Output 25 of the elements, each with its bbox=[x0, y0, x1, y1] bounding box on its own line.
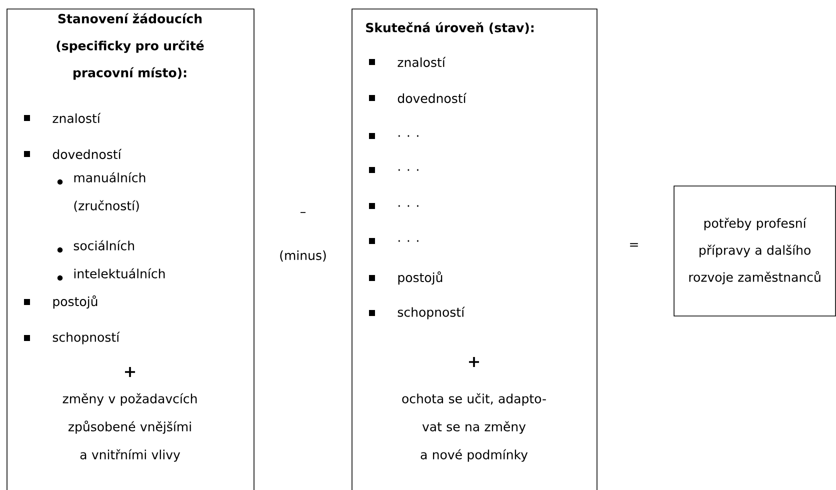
list-item: intelektuálních bbox=[57, 268, 165, 281]
list-item: znalostí bbox=[24, 112, 101, 124]
operator-label: – bbox=[300, 212, 306, 213]
list-item: schopností bbox=[369, 306, 465, 320]
plus-sign: + bbox=[469, 357, 480, 367]
box-note: změny v požadavcích způsobené vnějšími a vnitřními vlivy bbox=[62, 393, 197, 462]
operator-label: = bbox=[630, 243, 638, 247]
list-item: znalostí bbox=[369, 56, 446, 68]
list-item: schopností bbox=[24, 332, 120, 344]
box-note: ochota se učit, adapto- vat se na změny a nové podmínky bbox=[402, 393, 546, 462]
list-item: sociálních bbox=[57, 240, 134, 253]
result-box: potřeby profesní přípravy a dalšího rozvoje zaměstnanců bbox=[674, 186, 836, 316]
list-item: . . . bbox=[369, 133, 418, 139]
list-item: postojů bbox=[369, 271, 442, 285]
list-item: dovedností bbox=[369, 92, 467, 104]
list-item: . . . bbox=[369, 203, 418, 209]
list-item: . . . bbox=[369, 238, 418, 244]
list-item: postojů bbox=[24, 295, 98, 309]
plus-sign: + bbox=[125, 367, 136, 377]
list-item: manuálních (zručností) bbox=[57, 172, 146, 212]
box-heading: Stanovení žádoucích (specificky pro určité pracovní místo): bbox=[56, 13, 204, 80]
box-heading: Skutečná úroveň (stav): bbox=[366, 22, 534, 34]
operator-label: (minus) bbox=[280, 250, 326, 262]
list-item: . . . bbox=[369, 167, 418, 173]
list-item: dovedností bbox=[24, 148, 122, 160]
